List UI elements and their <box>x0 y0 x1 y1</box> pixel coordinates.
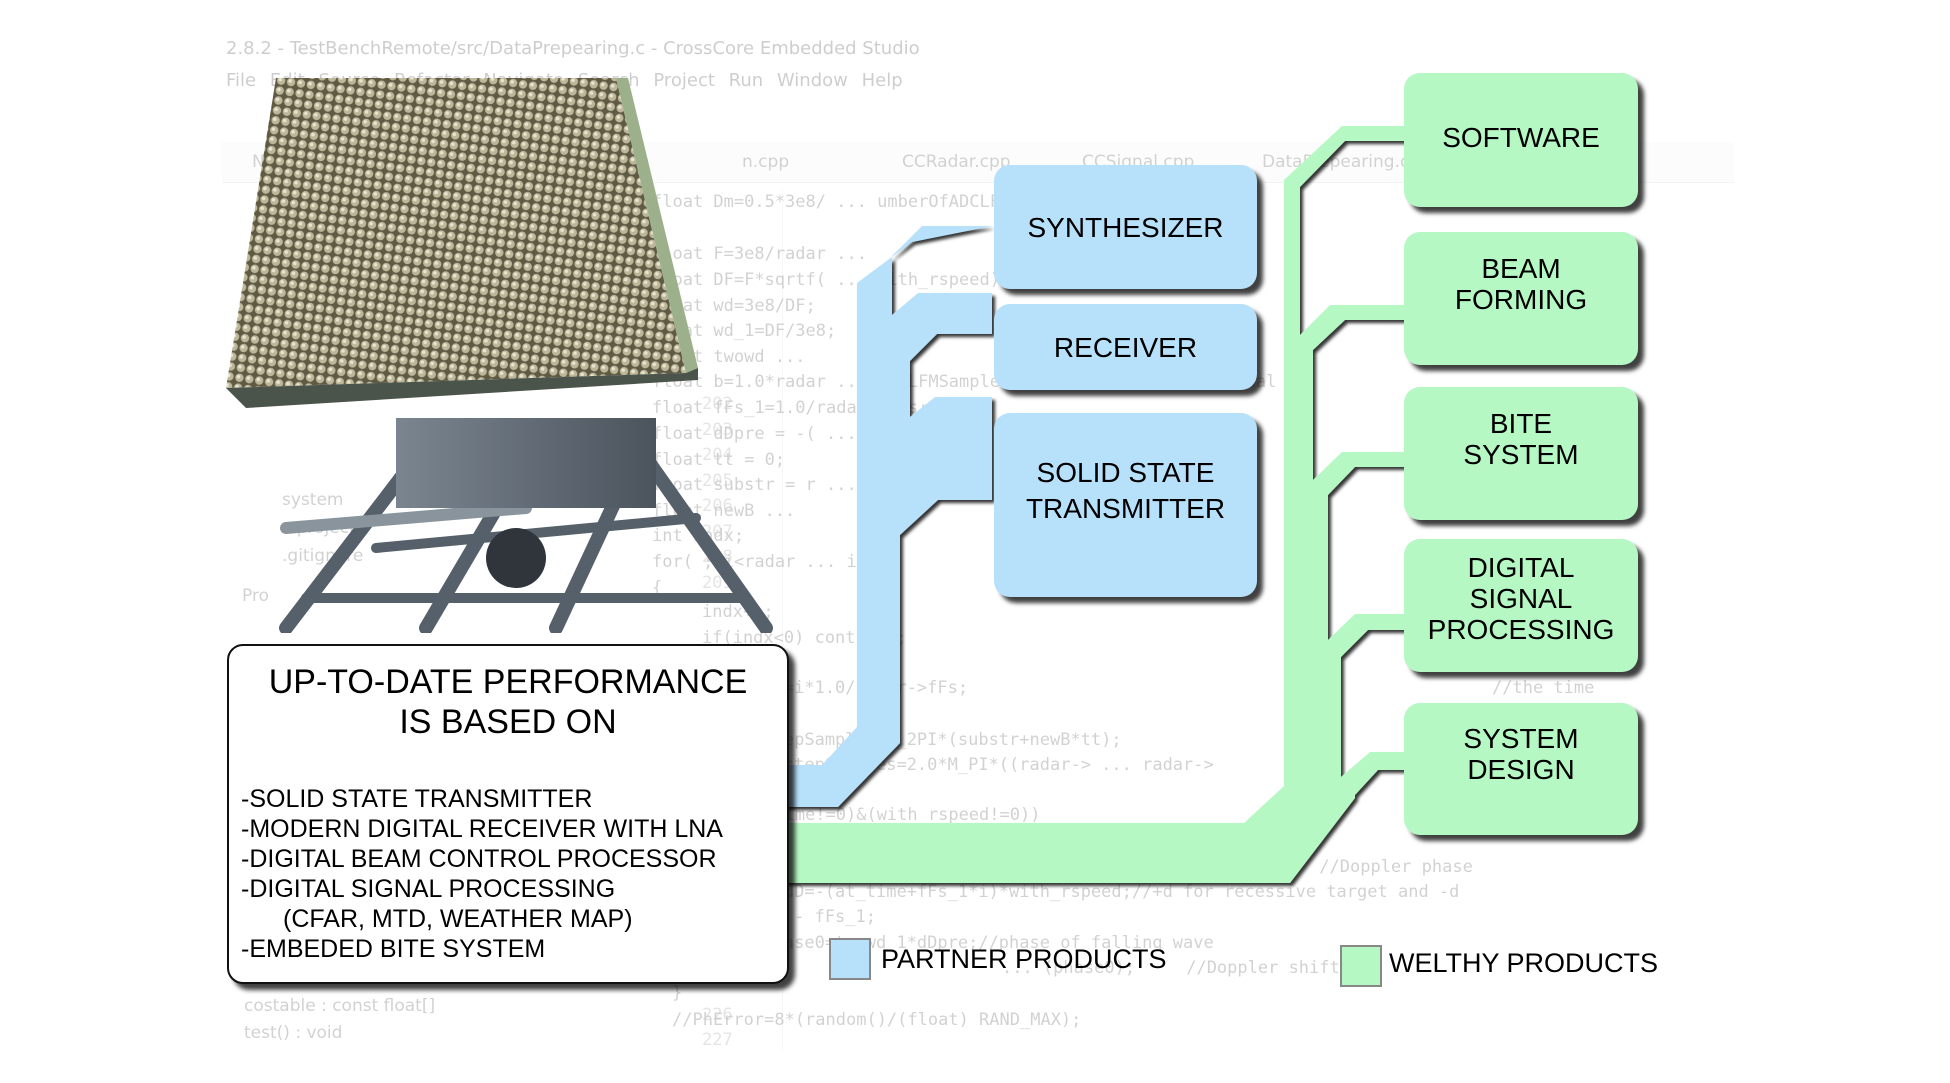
menu-window: Window <box>776 70 848 91</box>
legend-welthy-swatch <box>1340 945 1382 987</box>
performance-summary-box: UP-TO-DATE PERFORMANCE IS BASED ON -SOLI… <box>227 644 789 984</box>
legend-welthy-label: WELTHY PRODUCTS <box>1389 948 1659 978</box>
partner-box-receiver: RECEIVER <box>994 304 1257 390</box>
menu-project: Project <box>653 70 715 91</box>
radar-equipment-housing <box>396 418 656 508</box>
line-number: 206 <box>702 496 733 516</box>
line-number: 203 <box>702 420 733 440</box>
menu-help: Help <box>861 70 903 91</box>
partner-box-synthesizer: SYNTHESIZER <box>994 165 1257 289</box>
tab-main-cpp: n.cpp <box>742 152 790 172</box>
partner-box-solid-state-transmitter: SOLID STATE TRANSMITTER <box>994 413 1257 597</box>
title-line: UP-TO-DATE PERFORMANCE <box>268 663 748 701</box>
tree-item: system <box>282 490 344 510</box>
welthy-connector-arrow <box>745 126 1404 883</box>
list-item: -DIGITAL SIGNAL PROCESSING <box>241 875 616 903</box>
list-item: -SOLID STATE TRANSMITTER <box>241 785 593 813</box>
code-line: //PhError=8*(random()/(float) RAND_MAX); <box>672 1010 1082 1030</box>
code-line: float tt = 0; <box>652 450 786 470</box>
code-line: { <box>652 578 663 598</box>
performance-title: UP-TO-DATE PERFORMANCE IS BASED ON <box>229 662 787 742</box>
box-label: TRANSMITTER <box>1025 493 1226 524</box>
code-line: float Dm=0.5*3e8/ ... umberOfADCLFM <box>652 192 1011 212</box>
box-label: DIGITAL <box>1467 552 1575 583</box>
box-label: SOLID STATE <box>1036 457 1215 488</box>
menu-run: Run <box>728 70 764 91</box>
box-label: SYSTEM <box>1463 723 1579 754</box>
code-line: } <box>672 983 683 1003</box>
menu-file: File <box>226 70 257 91</box>
line-number: 226 <box>702 1005 733 1025</box>
line-number: 227 <box>702 1030 733 1050</box>
ide-toolbar <box>222 100 1734 145</box>
box-label: PROCESSING <box>1427 614 1615 645</box>
outline-item: test() : void <box>244 1023 343 1043</box>
code-line: ... (phase0); //Doppler shift <box>1002 958 1340 978</box>
box-label: BEAM <box>1481 252 1561 284</box>
line-number: 202 <box>702 394 733 414</box>
box-label: BITE <box>1489 407 1553 439</box>
line-number: 205 <box>702 471 733 491</box>
bottom-panel-tab: Pro <box>242 586 269 606</box>
line-number-gutter <box>692 190 783 1050</box>
code-line: for( ; i<radar ... i <box>652 552 857 572</box>
list-item: -DIGITAL BEAM CONTROL PROCESSOR <box>241 845 717 873</box>
box-label: SYNTHESIZER <box>1027 211 1224 243</box>
welthy-box-software: SOFTWARE <box>1404 73 1638 207</box>
list-item: (CFAR, MTD, WEATHER MAP) <box>283 905 633 933</box>
welthy-box-digital-signal-processing: DIGITAL SIGNAL PROCESSING <box>1404 539 1638 672</box>
welthy-box-bite-system: BITE SYSTEM <box>1404 387 1638 520</box>
box-label: RECEIVER <box>1053 331 1198 363</box>
antenna-array-panel <box>226 78 686 388</box>
tab-ccradar: CCRadar.cpp <box>902 152 1011 172</box>
radar-antenna-image <box>226 78 773 633</box>
list-item: -MODERN DIGITAL RECEIVER WITH LNA <box>241 815 723 843</box>
code-line: //the time <box>1492 678 1595 698</box>
line-number: 204 <box>702 445 733 465</box>
box-label: DESIGN <box>1467 754 1575 785</box>
performance-list: -SOLID STATE TRANSMITTER -MODERN DIGITAL… <box>241 784 723 964</box>
legend-partner-swatch <box>829 938 871 980</box>
window-title: 2.8.2 - TestBenchRemote/src/DataPrepeari… <box>226 38 920 59</box>
outline-item: costable : const float[] <box>244 996 436 1016</box>
list-item: -EMBEDED BITE SYSTEM <box>241 935 546 963</box>
title-line: IS BASED ON <box>399 703 617 741</box>
welthy-box-beam-forming: BEAM FORMING <box>1404 232 1638 365</box>
box-label: SOFTWARE <box>1442 121 1600 153</box>
box-label: FORMING <box>1454 283 1588 315</box>
welthy-box-system-design: SYSTEM DESIGN <box>1404 703 1638 835</box>
code-line: float dDpre = -( ... ed <box>652 424 888 444</box>
box-label: SIGNAL <box>1469 583 1573 614</box>
box-label: SYSTEM <box>1463 438 1579 470</box>
legend-partner-label: PARTNER PRODUCTS <box>881 944 1167 974</box>
